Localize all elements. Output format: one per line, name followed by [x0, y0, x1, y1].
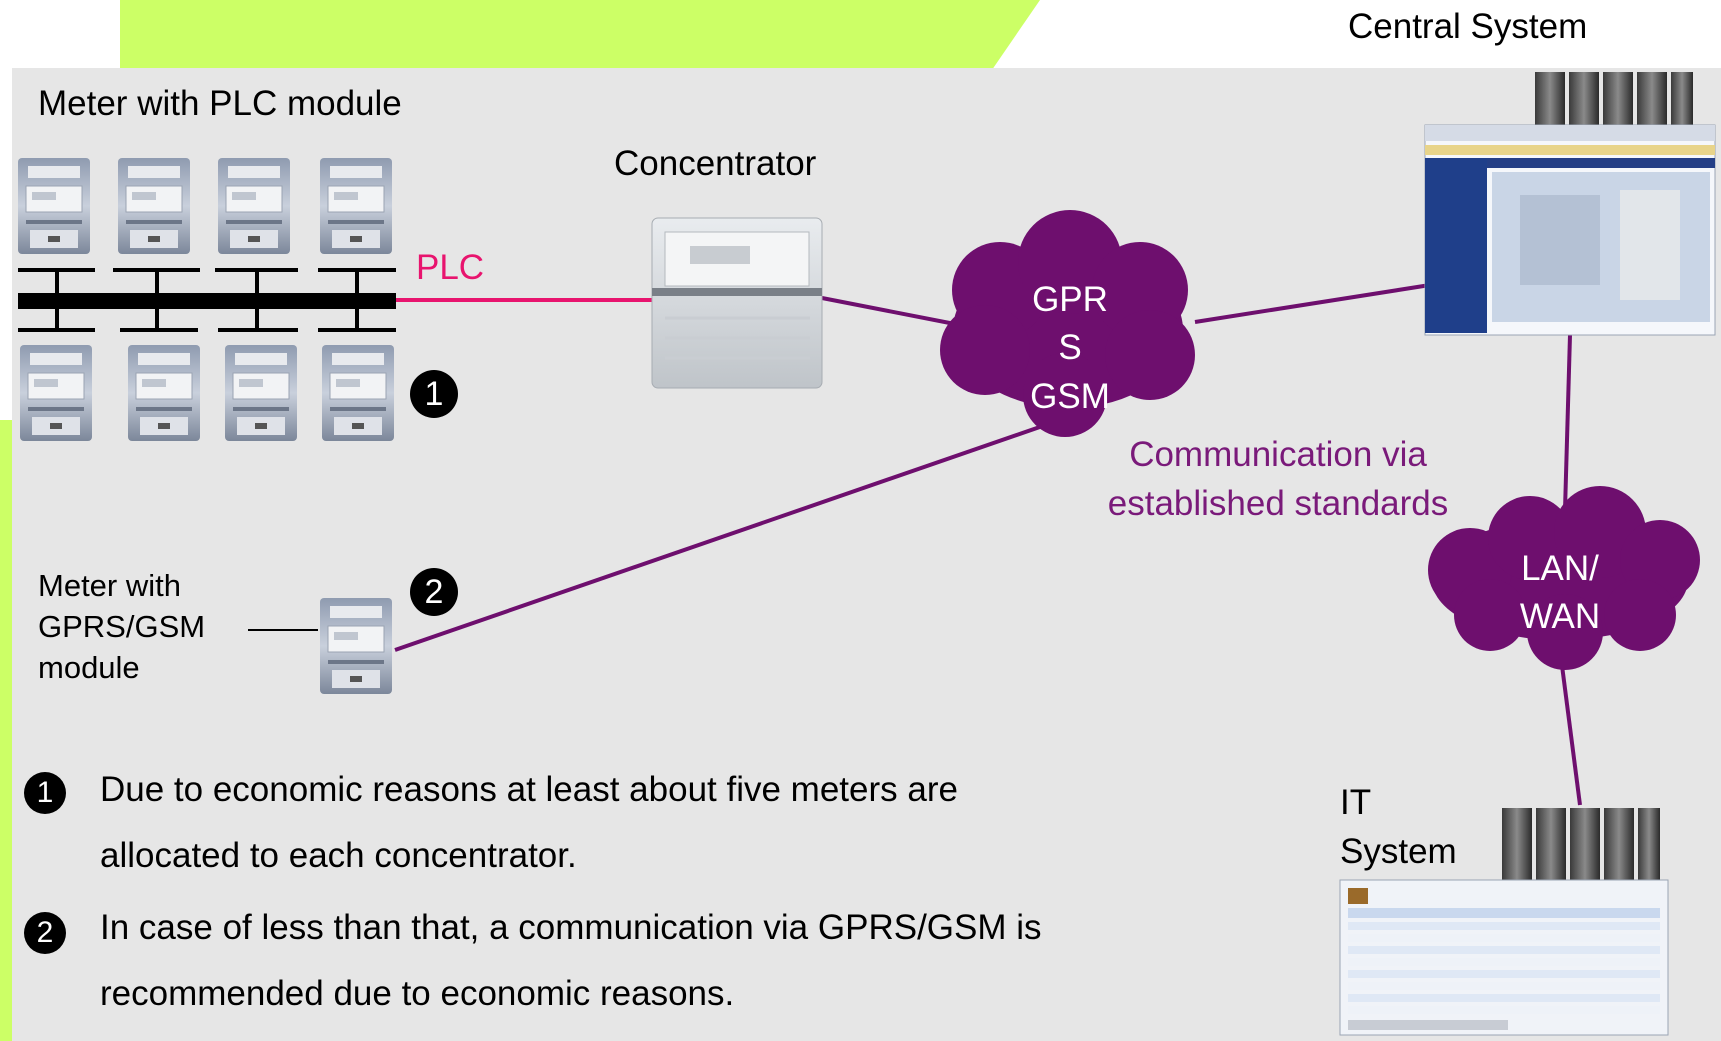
lan-wan-line1: LAN/ [1521, 549, 1599, 588]
communication-line2: established standards [1107, 484, 1449, 523]
application-screen-icon [1424, 124, 1716, 336]
meter-gprs-line3: module [38, 650, 140, 686]
meter-gprs-line1: Meter with [38, 568, 181, 603]
meter-gprs-label: Meter with GPRS/GSM module [38, 565, 205, 689]
cloud-to-central-system-line [1194, 283, 1431, 324]
footnote-badge-one: 1 [24, 772, 66, 814]
badge-one: 1 [410, 370, 458, 418]
meter-icon [217, 157, 291, 255]
badge-two: 2 [410, 568, 458, 616]
meter-icon [117, 157, 191, 255]
gprs-cloud-label: GPR S GSM [1010, 276, 1130, 421]
meter-plc-module-label: Meter with PLC module [38, 84, 402, 123]
footnote-one-line1: Due to economic reasons at least about f… [100, 770, 958, 809]
lan-wan-cloud-icon [1428, 486, 1700, 670]
footnote-one-line2: allocated to each concentrator. [100, 836, 577, 875]
gprs-cloud-line3: GSM [1030, 376, 1110, 416]
lan-to-it-system-line [1558, 649, 1582, 806]
gprs-meter-to-cloud-line [394, 418, 1061, 652]
meter-icon [17, 157, 91, 255]
meter-gprs-line2: GPRS/GSM [38, 609, 206, 645]
gprs-gsm-cloud-icon [940, 210, 1195, 437]
footnote-badge-two: 2 [24, 912, 66, 954]
gprs-cloud-line2: S [1058, 328, 1082, 368]
communication-label: Communication via established standards [1068, 430, 1488, 528]
footnote-two-line2: recommended due to economic reasons. [100, 974, 735, 1013]
it-system-label: IT System [1340, 778, 1457, 876]
meter-icon [19, 344, 93, 442]
lan-wan-line2: WAN [1519, 597, 1601, 637]
plc-bus [18, 268, 396, 332]
gprs-meter-icon [319, 597, 393, 695]
meter-icon [321, 344, 395, 442]
footnote-two-line1: In case of less than that, a communicati… [100, 908, 1042, 947]
concentrator-icon [651, 217, 823, 389]
central-system-to-lan-line [1563, 334, 1572, 511]
meter-icon [319, 157, 393, 255]
meter-icon [127, 344, 201, 442]
it-system-line1: IT [1340, 783, 1372, 822]
concentrator-label: Concentrator [614, 144, 817, 183]
communication-line1: Communication via [1129, 435, 1427, 474]
meter-icon [224, 344, 298, 442]
central-system-label: Central System [1348, 7, 1588, 46]
gprs-cloud-line1: GPR [1032, 280, 1108, 319]
concentrator-to-gprs-line [821, 296, 961, 327]
it-system-line2: System [1340, 832, 1457, 871]
lan-wan-label: LAN/ WAN [1500, 545, 1620, 642]
application-screen-icon [1339, 879, 1669, 1036]
plc-label: PLC [416, 248, 485, 287]
